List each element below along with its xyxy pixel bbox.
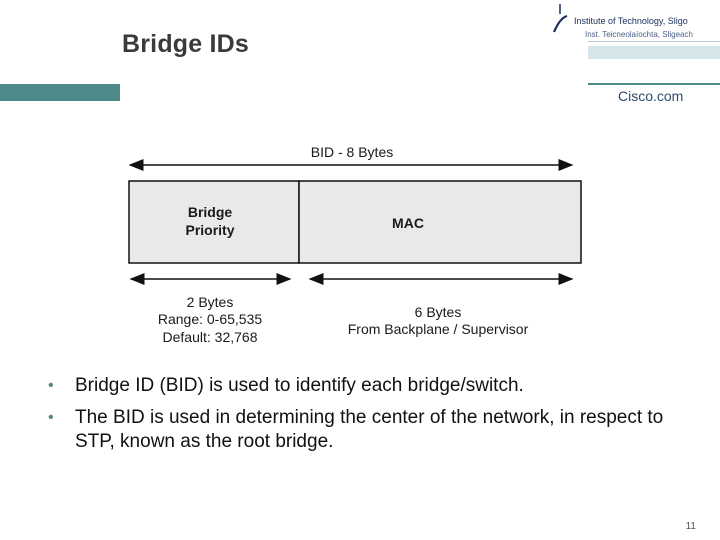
header-band [588, 46, 720, 59]
mac-label: MAC [392, 215, 424, 231]
priority-default-label: Default: 32,768 [163, 329, 258, 345]
bridge-priority-box [128, 180, 300, 264]
institute-logo-icon [552, 4, 568, 33]
bullet-dot-icon: • [48, 377, 54, 394]
bullet-item: • Bridge ID (BID) is used to identify ea… [40, 374, 690, 398]
mac-bytes-label: 6 Bytes [415, 304, 462, 320]
bullet-list: • Bridge ID (BID) is used to identify ea… [40, 374, 690, 462]
cisco-logo-text: Cisco.com [618, 88, 684, 104]
mac-source-label: From Backplane / Supervisor [348, 321, 529, 337]
priority-range-label: Range: 0-65,535 [158, 311, 263, 327]
institute-name: Institute of Technology, Sligo [574, 16, 688, 26]
bullet-item: • The BID is used in determining the cen… [40, 406, 690, 454]
header-divider [588, 41, 720, 42]
bullet-dot-icon: • [48, 409, 54, 426]
bid-diagram: BID - 8 Bytes Bridge Priority MAC 2 Byte… [128, 144, 582, 345]
slide-title: Bridge IDs [122, 30, 250, 58]
priority-bytes-label: 2 Bytes [187, 294, 234, 310]
institute-name-irish: Inst. Teicneolaíochta, Sligeach [585, 30, 693, 39]
bridge-priority-label-line1: Bridge [188, 204, 233, 220]
cisco-divider [588, 83, 720, 85]
mac-box [298, 180, 582, 264]
page-number: 11 [685, 521, 696, 532]
bullet-text: Bridge ID (BID) is used to identify each… [75, 375, 524, 396]
title-accent-bar [0, 84, 120, 101]
bullet-text: The BID is used in determining the cente… [75, 407, 664, 452]
bridge-priority-label-line2: Priority [185, 222, 234, 238]
bid-size-label: BID - 8 Bytes [311, 144, 393, 160]
